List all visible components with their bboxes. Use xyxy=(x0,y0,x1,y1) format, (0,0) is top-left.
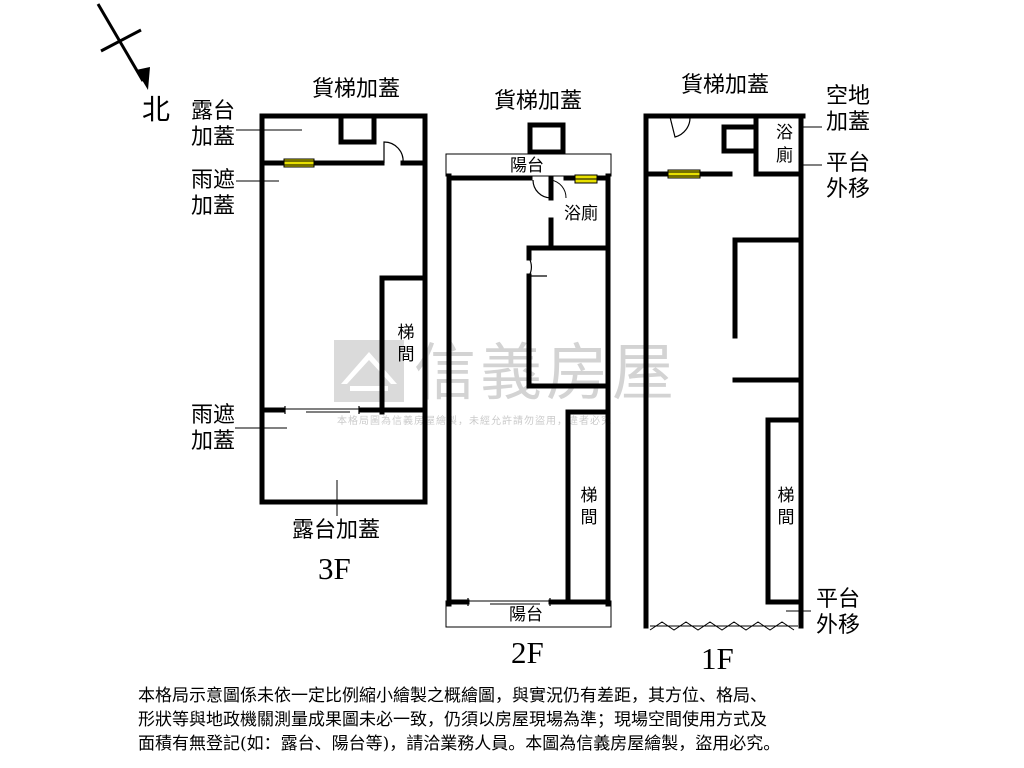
label-3f-terrace-addition-bottom: 露台加蓋 xyxy=(292,518,381,543)
floor-3f-details xyxy=(235,129,404,516)
label-1f-open-space-addition: 空地 加蓋 xyxy=(826,84,871,135)
label-3f-awning-addition-top: 雨遮 加蓋 xyxy=(191,168,236,219)
label-3f-freight-elevator: 貨梯加蓋 xyxy=(312,77,401,102)
label-2f-bathroom: 浴廁 xyxy=(564,204,598,224)
watermark: 信義房屋 本格局圖為信義房屋繪製，未經允許請勿盜用，違者必究 xyxy=(334,336,678,427)
label-1f-platform-moved-bottom: 平台 外移 xyxy=(816,587,861,638)
floor-1f-title: 1F xyxy=(701,641,734,676)
disclaimer-line: 面積有無登記(如：露台、陽台等)，請洽業務人員。本圖為信義房屋繪製，盜用必究。 xyxy=(138,734,781,754)
disclaimer-line: 本格局示意圖係未依一定比例縮小繪製之概繪圖，與實況仍有差距，其方位、格局、 xyxy=(138,686,767,706)
watermark-brand: 信義房屋 xyxy=(414,336,678,409)
floor-1f-plan xyxy=(643,113,822,631)
label-1f-platform-moved-top: 平台 外移 xyxy=(826,151,871,202)
compass-arrow-icon xyxy=(96,3,150,90)
door-swing-2f-a xyxy=(532,179,552,199)
label-3f-terrace-addition: 露台 加蓋 xyxy=(191,99,236,150)
floor-2f-title: 2F xyxy=(511,635,544,670)
label-3f-awning-addition-bottom: 雨遮 加蓋 xyxy=(191,403,236,454)
label-2f-stairwell: 梯 間 xyxy=(580,486,598,528)
watermark-notice: 本格局圖為信義房屋繪製，未經允許請勿盜用，違者必究 xyxy=(337,414,612,427)
floor-3f-plan xyxy=(259,113,428,505)
label-2f-balcony-top: 陽台 xyxy=(510,156,544,176)
label-2f-freight-elevator: 貨梯加蓋 xyxy=(494,89,583,114)
label-1f-bathroom: 浴 廁 xyxy=(776,123,793,166)
window-1f xyxy=(667,169,701,179)
label-1f-freight-elevator: 貨梯加蓋 xyxy=(681,73,770,98)
label-1f-stairwell: 梯 間 xyxy=(777,486,795,528)
floor-2f-plan xyxy=(445,122,612,628)
compass-north-label: 北 xyxy=(142,93,171,126)
floor-3f-title: 3F xyxy=(318,551,351,586)
disclaimer-line: 形狀等與地政機關測量成果圖未必一致，仍須以房屋現場為準；現場空間使用方式及 xyxy=(138,710,767,730)
door-swing-1f xyxy=(669,116,691,138)
label-3f-stairwell: 梯 間 xyxy=(397,323,415,365)
window-3f xyxy=(283,158,315,168)
storefront-shutter xyxy=(649,621,795,631)
label-2f-balcony-bottom: 陽台 xyxy=(509,605,543,625)
disclaimer-text: 本格局示意圖係未依一定比例縮小繪製之概繪圖，與實況仍有差距，其方位、格局、 形狀… xyxy=(138,684,938,756)
door-swing-3f xyxy=(383,141,404,164)
watermark-logo xyxy=(334,340,404,402)
door-swing-2f-c xyxy=(527,257,547,277)
door-swing-2f-b xyxy=(550,179,567,199)
